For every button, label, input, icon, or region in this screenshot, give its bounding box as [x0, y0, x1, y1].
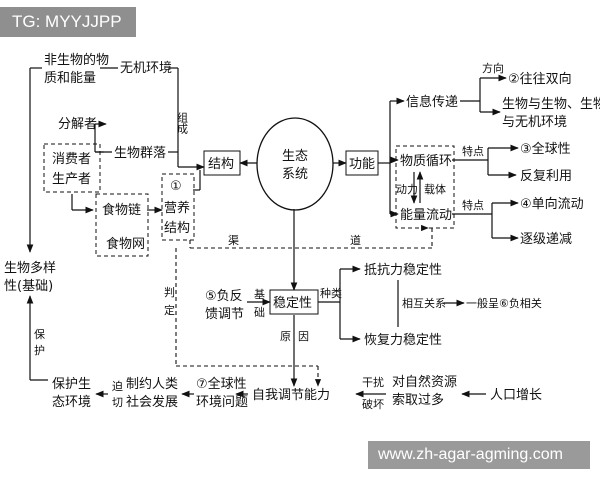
structure-box [203, 150, 241, 176]
material-cycle-label: 物质循环 [400, 154, 452, 169]
neg-feedback-label-line2: 馈调节 [205, 307, 244, 322]
consumer-producer-box [43, 143, 101, 193]
protect-env-label-line1: 保护生 [52, 377, 91, 392]
producer-label: 生产者 [52, 172, 91, 187]
cycle-flow-box [395, 145, 455, 229]
protect-env-label-line2: 态环境 [52, 395, 91, 410]
correlation-label: 相互关系 [402, 296, 446, 310]
channel-char2: 道 [350, 233, 361, 247]
feature-label-1: 特点 [462, 144, 484, 158]
function-label: 功能 [349, 157, 375, 172]
trophic-label-line1: 营养 [164, 200, 190, 216]
global-label: ③全球性 [520, 141, 571, 157]
population-label: 人口增长 [490, 388, 542, 403]
recover-stability-label: 恢复力稳定性 [364, 332, 442, 348]
carrier-label: 载体 [424, 182, 446, 196]
self-regulation-label: 自我调节能力 [252, 388, 330, 403]
site-url-watermark: www.zh-agar-agming.com [368, 441, 590, 469]
reason-char2: 因 [298, 330, 309, 343]
watermark: TG: MYYJJPP [0, 7, 136, 37]
biodiversity-label-line2: 性(基础) [4, 279, 53, 294]
recycle-label: 反复利用 [520, 169, 572, 184]
judge-char2: 定 [164, 303, 175, 317]
one-way-label: ④单向流动 [520, 196, 584, 212]
constrain-label-line1: 制约人类 [126, 377, 178, 392]
interfere-label: 干扰 [362, 375, 384, 389]
bidirectional-label: ②往往双向 [508, 71, 572, 87]
protect-char1: 保 [34, 327, 45, 341]
dashed-lines [175, 228, 433, 387]
bio-bio-label-line2: 与无机环境 [502, 115, 567, 130]
ecosystem-label-line2: 系统 [282, 167, 308, 182]
basis-char1: 基 [254, 288, 265, 301]
constrain-label-line2: 社会发展 [126, 394, 178, 410]
global-issue-label-line1: ⑦全球性 [196, 376, 247, 392]
direction-label: 方向 [482, 61, 504, 75]
food-web-box [95, 193, 149, 257]
connector-lines [26, 67, 519, 398]
basis-char2: 础 [254, 306, 265, 319]
decrease-label: 逐级递减 [520, 232, 572, 247]
reason-char1: 原 [280, 330, 291, 343]
trophic-label-line2: 结构 [164, 221, 190, 236]
types-label: 种类 [320, 286, 342, 300]
trophic-structure-box [161, 173, 195, 241]
trophic-number: ① [170, 179, 182, 194]
generally-label: 一般呈⑥负相关 [466, 296, 542, 310]
decomposer-label: 分解者 [58, 117, 97, 132]
protect-char2: 护 [34, 343, 45, 357]
power-label: 动力 [396, 183, 418, 196]
judge-char1: 判 [164, 286, 175, 299]
consumer-label: 消费者 [52, 152, 91, 167]
food-web-label: 食物网 [106, 236, 145, 252]
overuse-label-line2: 索取过多 [392, 392, 444, 408]
bio-bio-label-line1: 生物与生物、生物 [502, 97, 600, 112]
info-transfer-label: 信息传递 [406, 94, 458, 110]
stability-box [269, 289, 319, 315]
food-chain-label: 食物链 [102, 202, 141, 218]
overuse-label-line1: 对自然资源 [392, 374, 457, 390]
destroy-label: 破坏 [362, 397, 384, 411]
structure-label: 结构 [208, 157, 234, 172]
composition-char1: 组成 [176, 111, 189, 135]
abiotic-label-line2: 质和能量 [44, 71, 96, 86]
community-label: 生物群落 [114, 146, 166, 161]
channel-char1: 渠 [228, 234, 239, 247]
biodiversity-label-line1: 生物多样 [4, 260, 56, 276]
urgent-char2: 切 [112, 396, 123, 409]
global-issue-label-line2: 环境问题 [196, 395, 248, 410]
stability-label: 稳定性 [273, 295, 312, 311]
feature-label-2: 特点 [462, 198, 484, 212]
inorganic-env-label: 无机环境 [120, 61, 172, 76]
ecosystem-label-line1: 生态 [282, 149, 308, 164]
urgent-char1: 迫 [112, 379, 123, 393]
neg-feedback-label-line1: ⑤负反 [205, 289, 243, 304]
function-box [345, 150, 379, 176]
abiotic-label-line1: 非生物的物 [44, 52, 109, 68]
ecosystem-ellipse [256, 117, 334, 211]
energy-flow-label: 能量流动 [400, 208, 452, 223]
resist-stability-label: 抵抗力稳定性 [364, 262, 442, 278]
